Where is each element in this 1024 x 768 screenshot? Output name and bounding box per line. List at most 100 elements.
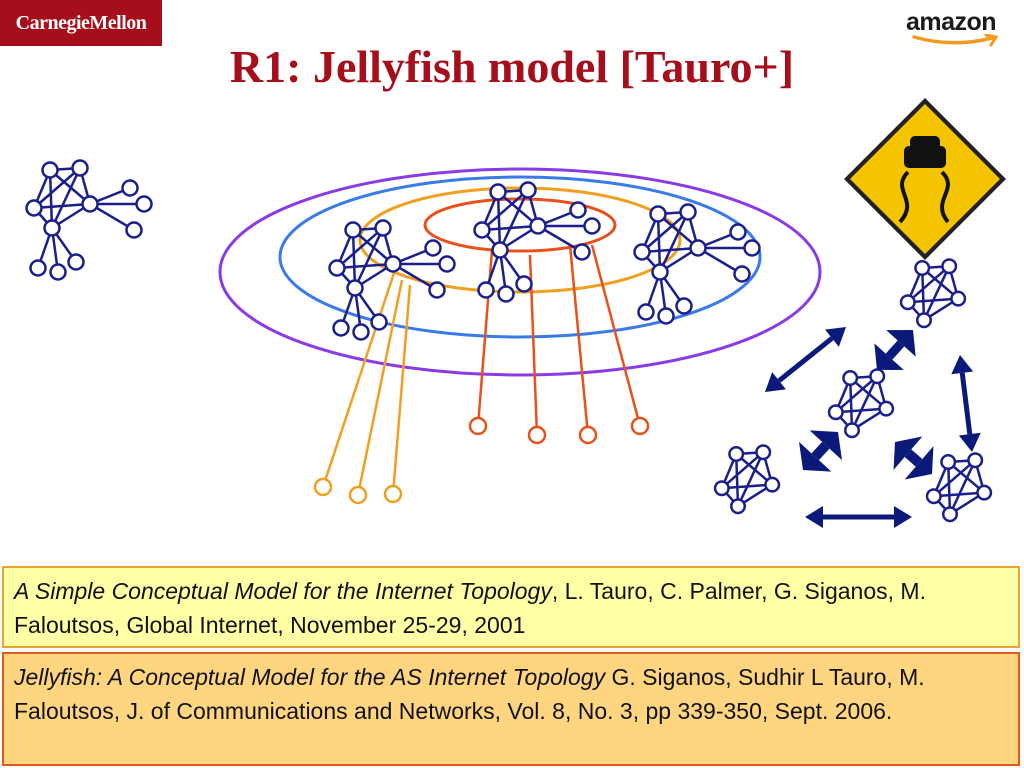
edge xyxy=(336,227,384,269)
edge xyxy=(834,375,879,414)
node xyxy=(515,275,533,293)
double-arrows xyxy=(765,327,981,528)
edge xyxy=(50,167,82,229)
tentacle-1 xyxy=(321,269,397,488)
node xyxy=(730,498,746,515)
arrow-shaft xyxy=(777,336,834,383)
arrow-head xyxy=(805,506,823,528)
carnegie-mellon-logo: CarnegieMellon xyxy=(0,0,162,46)
network-cluster-4 xyxy=(633,203,761,325)
arrow-head xyxy=(799,441,832,472)
edge xyxy=(946,461,952,515)
arrow-head xyxy=(951,355,974,375)
ring-2 xyxy=(278,175,762,339)
arrow-head xyxy=(874,343,904,370)
node xyxy=(125,221,143,239)
node xyxy=(755,444,772,461)
amazon-smile-icon xyxy=(912,34,999,47)
tentacle-end-node xyxy=(313,477,333,497)
network-cluster-3 xyxy=(473,181,601,303)
tentacle-end-node xyxy=(383,484,403,504)
ring-4 xyxy=(423,197,617,253)
ring-1 xyxy=(218,167,822,377)
reference-2-details: G. Siganos, Sudhir L Tauro, M. Faloutsos… xyxy=(14,664,925,724)
arrow-head xyxy=(825,327,846,347)
node xyxy=(573,243,591,261)
arrow-head xyxy=(893,436,923,470)
node xyxy=(583,217,601,235)
network-cluster-2 xyxy=(328,219,456,341)
arrow-head xyxy=(886,330,916,357)
sign-car-roof xyxy=(910,136,940,150)
network-cluster-5 xyxy=(899,258,967,329)
node xyxy=(633,243,651,261)
edge xyxy=(948,459,977,515)
node xyxy=(569,201,587,219)
edge xyxy=(498,189,530,251)
double-arrow-1 xyxy=(765,327,846,392)
node xyxy=(878,400,895,417)
network-cluster-6 xyxy=(827,368,895,439)
node xyxy=(41,161,59,179)
edge xyxy=(496,191,502,251)
edge xyxy=(933,491,985,498)
edge xyxy=(481,224,539,232)
jellyfish-diagram xyxy=(25,98,1006,528)
double-arrow-4 xyxy=(799,430,842,472)
double-arrow-3 xyxy=(951,355,981,452)
tentacle-end-node xyxy=(468,416,488,436)
node xyxy=(332,319,350,337)
node xyxy=(49,263,67,281)
amazon-logo-text: amazon xyxy=(906,8,997,36)
node xyxy=(438,255,456,273)
node xyxy=(914,260,931,276)
node xyxy=(950,290,967,307)
amazon-logo: amazon xyxy=(906,8,1006,50)
node xyxy=(869,368,886,385)
tentacle-3 xyxy=(391,284,412,495)
node xyxy=(328,259,346,277)
sign-skid-left xyxy=(898,170,910,224)
edge xyxy=(48,169,54,229)
node xyxy=(733,265,751,283)
arrow-head xyxy=(958,432,981,452)
node xyxy=(925,488,942,505)
node xyxy=(346,279,364,297)
edge xyxy=(922,265,951,321)
edge xyxy=(734,453,740,507)
edge xyxy=(481,189,529,231)
node xyxy=(529,217,547,235)
sign-car-body xyxy=(904,146,946,168)
arrow-head xyxy=(809,430,842,461)
arrow-head xyxy=(765,372,786,392)
node xyxy=(651,263,669,281)
sign-skid-right xyxy=(940,170,950,224)
node xyxy=(842,370,859,386)
node xyxy=(29,259,47,277)
edge xyxy=(641,246,699,254)
arrow-shaft xyxy=(811,441,830,461)
edge xyxy=(932,459,977,498)
node xyxy=(941,258,958,275)
edge xyxy=(721,483,773,490)
node xyxy=(370,313,388,331)
node xyxy=(71,159,89,177)
arrow-shaft xyxy=(959,372,973,435)
jellyfish-rings xyxy=(218,167,822,377)
edge xyxy=(656,213,662,273)
node xyxy=(679,203,697,221)
network-cluster-1 xyxy=(25,159,153,281)
edge xyxy=(850,375,879,431)
double-arrow-6 xyxy=(805,506,912,528)
arrow-head xyxy=(894,506,912,528)
node xyxy=(689,239,707,257)
arrow-shaft xyxy=(885,340,905,360)
node xyxy=(67,253,85,271)
reference-2: Jellyfish: A Conceptual Model for the AS… xyxy=(2,652,1020,766)
edge xyxy=(835,407,887,414)
tentacle-end-node xyxy=(578,425,598,445)
node xyxy=(491,241,509,259)
edge xyxy=(848,377,854,431)
node xyxy=(352,323,370,341)
node xyxy=(344,221,362,239)
